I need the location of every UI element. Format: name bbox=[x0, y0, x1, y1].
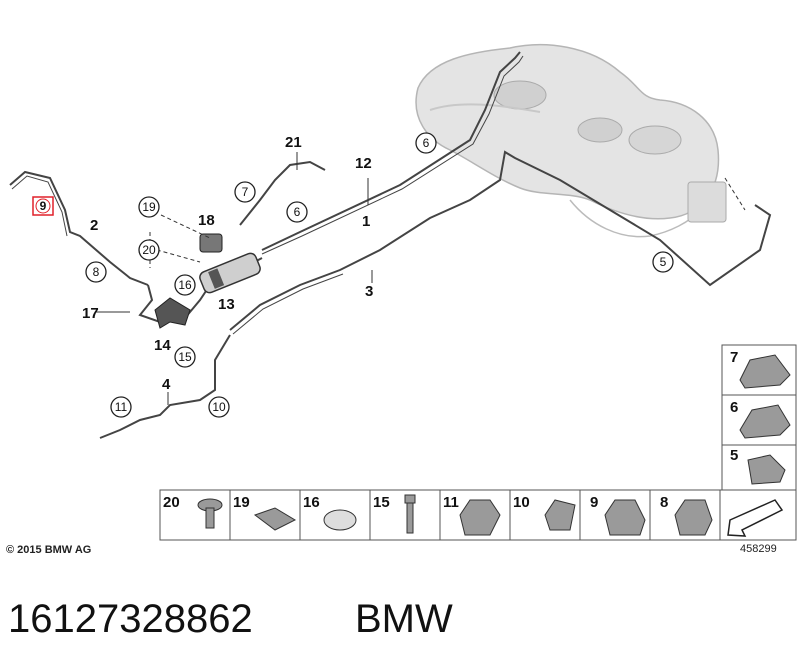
bottom-legend-parts bbox=[197, 494, 713, 536]
arrow-icon bbox=[727, 499, 784, 537]
callout-circle-9: 9 bbox=[40, 199, 47, 213]
brand-name: BMW bbox=[355, 597, 453, 641]
callout-1: 1 bbox=[362, 213, 370, 230]
callout-13: 13 bbox=[218, 296, 235, 313]
callout-circle-5: 5 bbox=[660, 255, 667, 269]
part-number: 16127328862 bbox=[8, 597, 253, 641]
callout-circle-6-mid: 6 bbox=[294, 205, 301, 219]
callout-18: 18 bbox=[198, 212, 215, 229]
callout-21: 21 bbox=[285, 134, 302, 151]
fuel-tank bbox=[415, 43, 727, 238]
callout-3: 3 bbox=[365, 283, 373, 300]
callout-circle-6-top: 6 bbox=[423, 136, 430, 150]
solid-leaders bbox=[95, 152, 373, 405]
highlight-circle bbox=[35, 198, 51, 214]
bottom-legend-8: 8 bbox=[660, 494, 668, 511]
copyright-text: © 2015 BMW AG bbox=[6, 544, 91, 556]
bottom-legend-20: 20 bbox=[163, 494, 180, 511]
side-legend-5: 5 bbox=[730, 447, 738, 464]
side-legend-6: 6 bbox=[730, 399, 738, 416]
circled-callouts bbox=[85, 132, 674, 418]
bottom-legend-11: 11 bbox=[443, 494, 459, 511]
callout-circle-16: 16 bbox=[178, 278, 192, 292]
callout-4: 4 bbox=[162, 376, 171, 393]
callout-14: 14 bbox=[154, 337, 171, 354]
bottom-legend-15: 15 bbox=[373, 494, 390, 511]
side-legend-7: 7 bbox=[730, 349, 738, 366]
callout-circle-8: 8 bbox=[93, 265, 100, 279]
callout-circle-15: 15 bbox=[178, 350, 192, 364]
bottom-legend-19: 19 bbox=[233, 494, 250, 511]
fuel-filter bbox=[199, 252, 261, 294]
callout-12: 12 bbox=[355, 155, 372, 172]
side-legend bbox=[721, 344, 797, 491]
valve-part bbox=[199, 233, 223, 253]
bottom-legend-10: 10 bbox=[513, 494, 530, 511]
callout-circle-19: 19 bbox=[142, 200, 156, 214]
bottom-legend-16: 16 bbox=[303, 494, 320, 511]
callout-17: 17 bbox=[82, 305, 99, 322]
bottom-legend-9: 9 bbox=[590, 494, 598, 511]
callout-circle-11: 11 bbox=[115, 400, 128, 414]
callout-circle-20: 20 bbox=[142, 243, 156, 257]
callout-circle-10: 10 bbox=[212, 400, 226, 414]
diagram-id: 458299 bbox=[740, 543, 777, 555]
clamp-part bbox=[154, 297, 191, 329]
callout-2: 2 bbox=[90, 217, 98, 234]
callout-circle-7: 7 bbox=[242, 185, 249, 199]
